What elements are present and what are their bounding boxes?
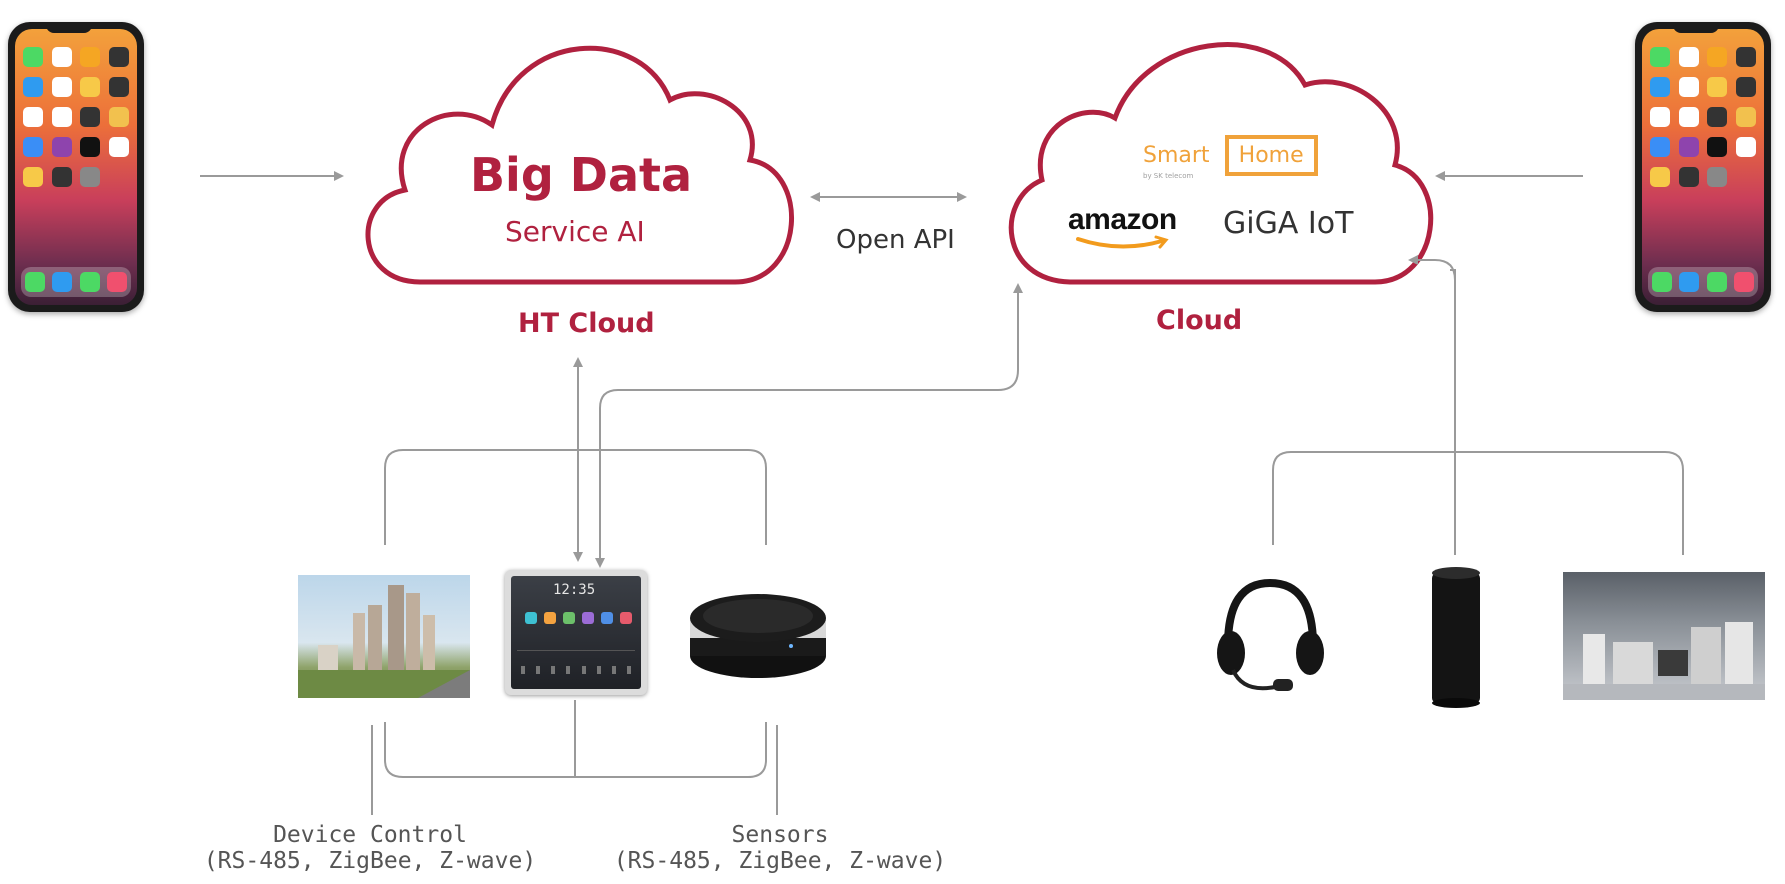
left-smartphone-icon: [8, 22, 144, 312]
wall-pad-icon: 12:35: [505, 570, 647, 695]
device-control-protocols: (RS-485, ZigBee, Z-wave): [203, 848, 537, 874]
wallpad-cloud-arrow: [595, 283, 1023, 568]
smart-home-word: Smart: [1143, 143, 1210, 168]
open-api-label: Open API: [836, 225, 955, 255]
amazon-smile-icon: [1076, 235, 1169, 249]
amazon-logo: amazon: [1068, 203, 1177, 249]
wallpad-clock: 12:35: [553, 582, 596, 598]
big-data-cloud-shape: [365, 45, 794, 285]
big-data-subtitle: Service AI: [505, 215, 645, 248]
left-group-bracket-top: [384, 449, 767, 545]
smart-speaker-icon: [1430, 565, 1482, 710]
sensors-title: Sensors: [731, 822, 829, 848]
speaker-graphic: [1432, 567, 1480, 708]
amazon-wordmark: amazon: [1068, 203, 1177, 236]
ht-cloud-caption: HT Cloud: [518, 308, 655, 339]
smart-hub-icon: [688, 588, 828, 683]
left-group-bracket-bottom: [384, 700, 767, 778]
headset-icon: [1213, 575, 1328, 700]
big-data-title: Big Data: [470, 148, 693, 202]
home-appliances-image: [1563, 572, 1765, 700]
partner-cloud-shape: [1008, 42, 1434, 285]
right-group-bracket: [1272, 269, 1684, 555]
smart-home-bracket: Home: [1224, 135, 1318, 176]
cloud-caption: Cloud: [1156, 305, 1243, 336]
headset-graphic: [1217, 578, 1324, 691]
hub-graphic: [690, 594, 826, 678]
appliances-graphic: [1563, 622, 1765, 700]
smart-home-logo: Smart Home by SK telecom: [1143, 135, 1318, 180]
smart-home-tagline: by SK telecom: [1143, 172, 1194, 180]
sensors-label: Sensors (RS-485, ZigBee, Z-wave): [610, 822, 950, 874]
right-smartphone-icon: [1635, 22, 1771, 312]
building-graphic: [298, 585, 470, 698]
sensors-protocols: (RS-485, ZigBee, Z-wave): [613, 848, 947, 874]
device-control-title: Device Control: [273, 822, 467, 848]
giga-iot-logo: GiGA IoT: [1223, 206, 1354, 241]
right-group-to-cloud-arrow: [1408, 255, 1456, 555]
apartment-building-image: [298, 575, 470, 698]
device-control-label: Device Control (RS-485, ZigBee, Z-wave): [200, 822, 540, 874]
